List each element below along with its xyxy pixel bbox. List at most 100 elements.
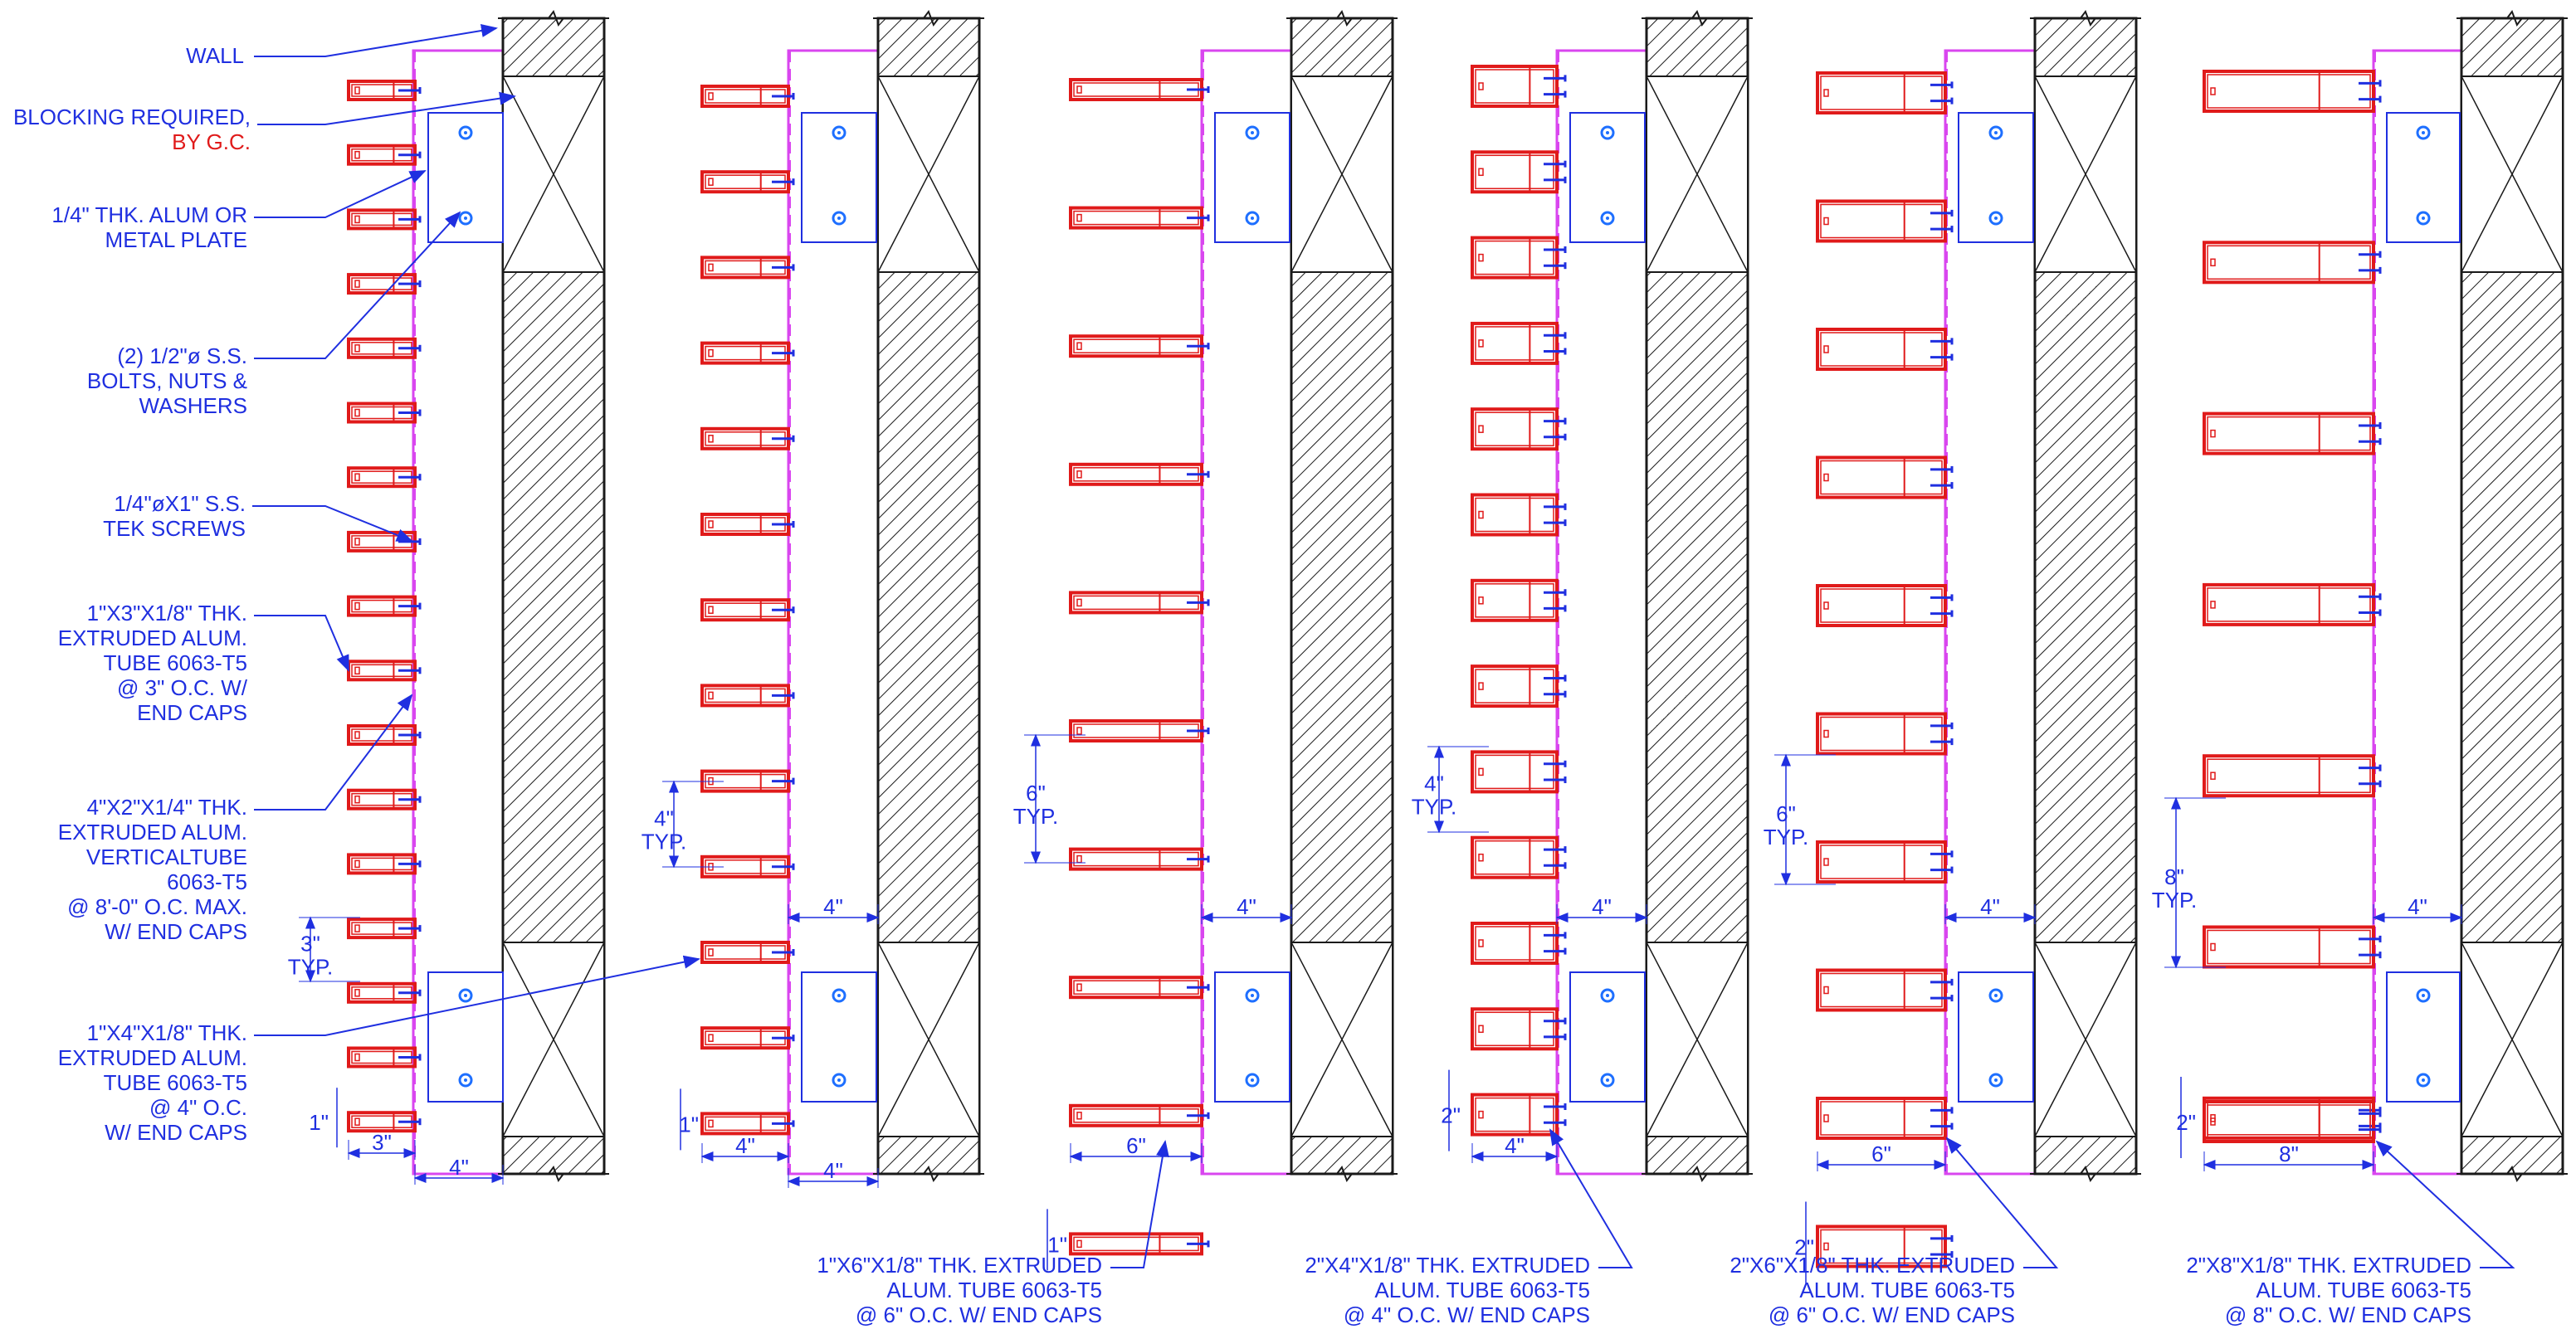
bolt-icon — [832, 1073, 846, 1088]
callout-tek-text: TEK SCREWS — [103, 516, 246, 541]
dim-gap-upper-text: 4" — [1592, 894, 1612, 919]
end-cap — [1076, 983, 1082, 991]
detail-1x4: 4"TYP.1"4"4"4" — [642, 9, 984, 1188]
end-cap — [354, 344, 360, 353]
end-cap — [1478, 253, 1484, 262]
blocking-x — [1290, 942, 1393, 1137]
dim-typ-text: TYP. — [288, 955, 333, 980]
alum-tube-inner — [2207, 587, 2371, 622]
callout-tube-1x3-text: @ 3" O.C. W/ — [117, 675, 248, 700]
end-cap — [1478, 168, 1484, 177]
dim-gap-upper-text: 4" — [2408, 894, 2427, 919]
alum-tube-inner — [1073, 595, 1199, 611]
leader-line — [254, 955, 700, 1036]
alum-tube — [1816, 455, 1947, 499]
bolt-icon — [1988, 211, 2003, 226]
alum-tube-inner — [1475, 497, 1554, 533]
blocking-x — [1646, 75, 1749, 273]
break-line — [2030, 1165, 2141, 1183]
break-line — [2456, 1165, 2568, 1183]
end-cap — [354, 795, 360, 804]
end-cap — [2210, 87, 2216, 95]
bolt-icon — [1994, 217, 1998, 220]
alum-tube-inner — [1073, 723, 1199, 738]
end-cap — [1478, 510, 1484, 519]
alum-tube-inner — [1475, 326, 1554, 361]
alum-tube-inner — [1475, 240, 1554, 275]
alum-tube-inner — [1073, 467, 1199, 482]
callout-tube-1x6-text: 1"X6"X1/8" THK. EXTRUDED — [817, 1253, 1102, 1278]
end-cap — [1076, 470, 1082, 479]
dim-typ-text: TYP. — [1412, 795, 1456, 820]
callout-bolts-text: (2) 1/2"ø S.S. — [117, 343, 247, 368]
metal-plate — [801, 971, 877, 1103]
callout-vertical-tube-text: 6063-T5 — [167, 869, 247, 894]
alum-tube — [1471, 1007, 1559, 1051]
leader-line — [254, 170, 427, 218]
end-cap — [1076, 1239, 1082, 1249]
end-cap — [1478, 1025, 1484, 1034]
leader-line — [1549, 1128, 1633, 1268]
bolt-icon — [1606, 1078, 1609, 1082]
leader-line — [254, 615, 349, 672]
end-cap — [1478, 339, 1484, 348]
break-line — [1286, 9, 1398, 27]
callout-plate-text: METAL PLATE — [105, 227, 247, 252]
end-cap — [354, 666, 360, 675]
end-cap — [1823, 729, 1829, 738]
alum-tube-inner — [2207, 416, 2371, 451]
dim-gap-upper-text: 4" — [823, 894, 843, 919]
alum-tube-inner — [1820, 203, 1943, 239]
end-cap — [1823, 858, 1829, 866]
callout-vertical-tube-text: @ 8'-0" O.C. MAX. — [67, 894, 247, 919]
alum-tube — [2203, 241, 2375, 285]
alum-tube — [2203, 582, 2375, 626]
bolt-icon — [837, 994, 841, 997]
alum-tube — [1471, 236, 1559, 280]
callout-tek-text: 1/4"øX1" S.S. — [114, 491, 246, 516]
end-cap — [1076, 342, 1082, 350]
detail-2x6: 6"TYP.2"6"4" — [1764, 9, 2141, 1283]
end-cap — [708, 606, 714, 614]
alum-tube-inner — [1820, 1101, 1943, 1136]
end-cap — [1478, 82, 1484, 90]
end-cap — [354, 215, 360, 224]
end-cap — [708, 348, 714, 358]
alum-tube — [1471, 321, 1559, 365]
dim-spacing-text: 4" — [654, 806, 674, 831]
dim-gap-text: 4" — [823, 1158, 843, 1183]
bolt-icon — [1251, 994, 1254, 997]
bolt-icon — [2416, 125, 2431, 140]
alum-tube — [1816, 840, 1947, 884]
details-layer: 3"TYP.1"3"4"4"TYP.1"4"4"4"6"TYP.1"6"4"4"… — [288, 9, 2568, 1283]
end-cap — [354, 859, 360, 869]
end-cap — [2210, 772, 2216, 780]
callout-vertical-tube-text: W/ END CAPS — [105, 919, 247, 944]
alum-tube-inner — [1820, 845, 1943, 879]
detail-1x3: 3"TYP.1"3"4" — [288, 9, 609, 1185]
end-cap — [708, 263, 714, 272]
callout-tube-1x3: 1"X3"X1/8" THK.EXTRUDED ALUM.TUBE 6063-T… — [58, 601, 349, 725]
end-cap — [708, 1119, 714, 1128]
dim-depth-text: 2" — [2176, 1110, 2196, 1135]
blocking-x — [2034, 942, 2137, 1137]
end-cap — [354, 408, 360, 417]
callout-bolts-text: BOLTS, NUTS & — [87, 368, 247, 393]
alum-tube-inner — [1073, 851, 1199, 867]
leader-line — [1110, 1140, 1169, 1268]
alum-tube-inner — [2207, 1101, 2371, 1136]
callout-vertical-tube: 4"X2"X1/4" THK.EXTRUDED ALUM.VERTICALTUB… — [58, 694, 413, 944]
end-cap — [354, 150, 360, 159]
bolt-icon — [2422, 994, 2425, 997]
callout-blocking-text: BY G.C. — [172, 129, 251, 154]
end-cap — [708, 520, 714, 528]
blocking-x — [877, 75, 980, 273]
alum-tube-inner — [1820, 460, 1943, 495]
dim-width-text: 3" — [372, 1130, 392, 1155]
leader-line — [257, 91, 516, 125]
end-cap — [354, 86, 360, 95]
